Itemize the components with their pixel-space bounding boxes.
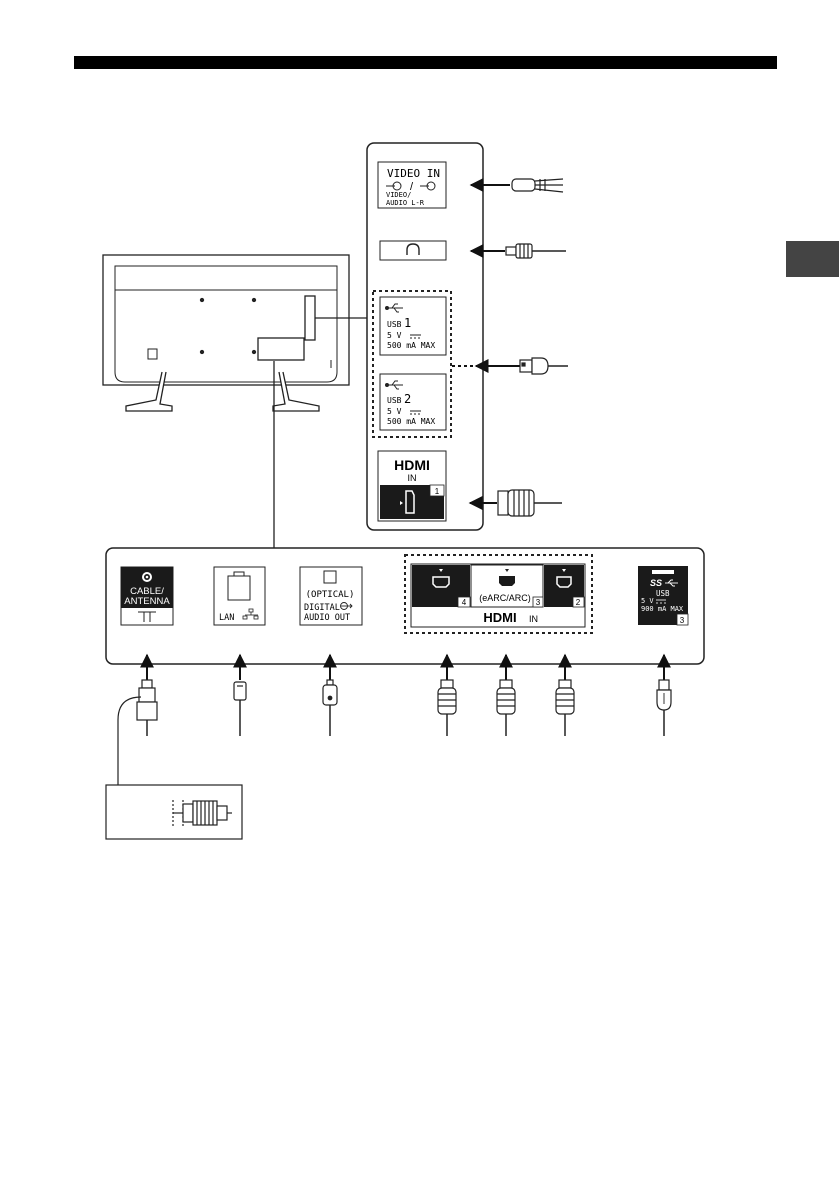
hdmi-side-sub: IN <box>408 473 417 483</box>
usb2-number: 2 <box>404 392 411 406</box>
header-bar <box>74 56 777 69</box>
usb3-voltage: 5 V <box>641 597 654 605</box>
hdmi-bottom-ports: 4 (eARC/ARC) 3 2 HDMI IN <box>411 564 585 627</box>
hdmi-port-number: 2 <box>576 598 581 607</box>
usb3-number: 3 <box>680 616 685 625</box>
bottom-arrows <box>147 655 664 680</box>
hdmi-port-number: 4 <box>462 598 467 607</box>
earc-label: (eARC/ARC) <box>479 593 531 603</box>
usb1-current: 500 mA MAX <box>387 341 435 350</box>
video-in-sub1: VIDEO/ <box>386 191 411 199</box>
tv-rear-illustration <box>103 255 367 548</box>
hdmi-side-number: 1 <box>435 487 440 496</box>
dc-symbol <box>410 335 421 338</box>
usb2-current: 500 mA MAX <box>387 417 435 426</box>
hdmi-logo: HDMI <box>483 610 516 625</box>
hdmi-cable <box>497 680 515 736</box>
usb2-label: USB <box>387 396 402 405</box>
hdmi-port-3: (eARC/ARC) 3 <box>471 565 543 607</box>
hdmi-cable <box>438 680 456 736</box>
optical-port: (OPTICAL) DIGITAL AUDIO OUT <box>300 567 362 625</box>
hdmi-side-port: HDMI IN 1 <box>378 451 446 521</box>
hdmi-port-2: 2 <box>544 565 584 607</box>
headphone-plug <box>506 244 566 258</box>
bottom-connector-panel <box>106 548 704 664</box>
usb2-voltage: 5 V <box>387 407 402 416</box>
hdmi-cable <box>498 490 562 516</box>
headphone-icon <box>407 244 419 255</box>
usb1-voltage: 5 V <box>387 331 402 340</box>
usb1-port: USB 1 5 V 500 mA MAX <box>380 297 446 355</box>
cable-antenna-line2: ANTENNA <box>124 596 170 607</box>
usb2-port: USB 2 5 V 500 mA MAX <box>380 374 446 430</box>
cable-antenna-port: CABLE/ ANTENNA <box>121 567 173 625</box>
usb3-logo: SS <box>650 578 662 588</box>
hdmi-port-4: 4 <box>412 565 470 607</box>
side-arrows <box>470 185 520 503</box>
hdmi-cable <box>556 680 574 736</box>
usb-icon <box>386 304 404 312</box>
dc-symbol <box>410 411 421 414</box>
usb3-port: SS USB 5 V 900 mA MAX 3 <box>638 566 688 625</box>
video-in-port: VIDEO IN / VIDEO/ AUDIO L-R <box>378 162 446 208</box>
video-in-sub2: AUDIO L-R <box>386 199 425 207</box>
optical-line1: (OPTICAL) <box>306 590 355 600</box>
section-tab <box>786 241 839 277</box>
av-minijack-cable <box>512 179 563 192</box>
usb-port-group <box>373 291 451 437</box>
video-in-title: VIDEO IN <box>387 167 440 180</box>
usb1-number: 1 <box>404 316 411 330</box>
hdmi-in-label: IN <box>529 614 538 624</box>
optical-line2: DIGITAL <box>304 603 340 613</box>
headphone-port <box>380 241 446 260</box>
usb-cable <box>520 358 568 374</box>
usb3-label: USB <box>656 589 670 598</box>
lan-label: LAN <box>219 613 234 623</box>
coaxial-detail-callout <box>106 697 242 839</box>
lan-port: LAN <box>214 567 265 625</box>
usb-icon <box>386 381 404 389</box>
lan-cable <box>234 682 246 736</box>
coaxial-cable <box>137 680 157 736</box>
optical-line3: AUDIO OUT <box>304 613 350 623</box>
optical-cable <box>323 680 337 736</box>
hdmi-logo: HDMI <box>394 457 430 473</box>
usb1-label: USB <box>387 320 402 329</box>
usb-cable <box>657 680 671 736</box>
hdmi-port-number: 3 <box>536 598 541 607</box>
usb3-current: 900 mA MAX <box>641 605 684 613</box>
